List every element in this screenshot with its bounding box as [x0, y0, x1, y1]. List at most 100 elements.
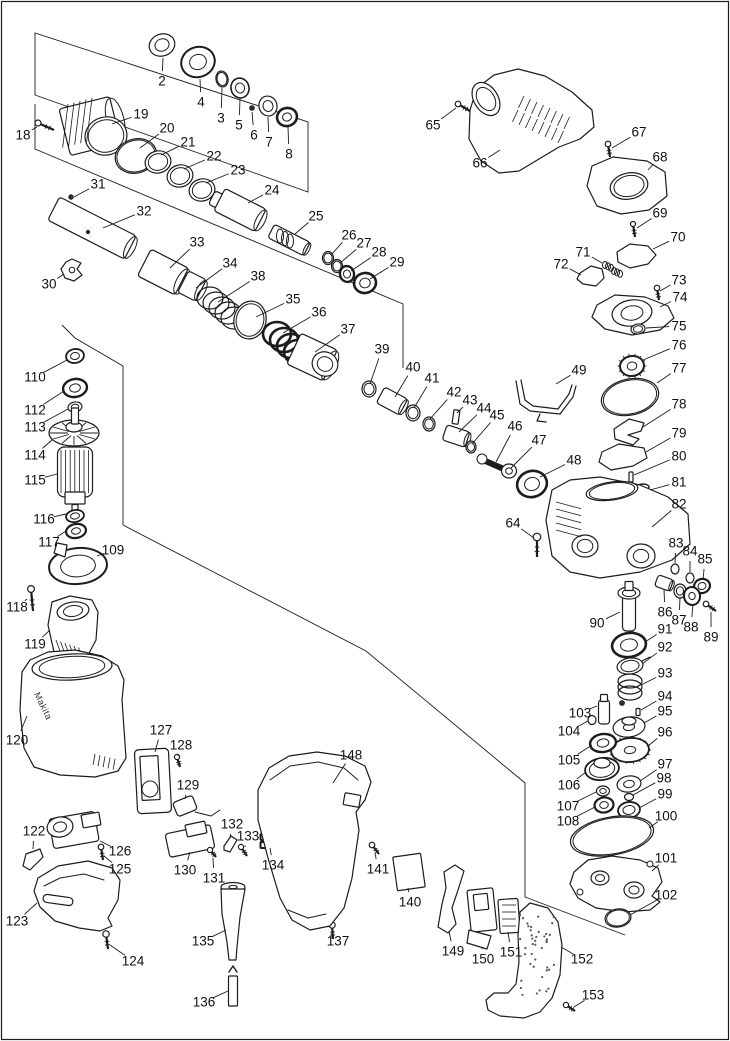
screw-head [562, 1001, 570, 1009]
leader-line-103 [589, 705, 598, 710]
screw-head [173, 753, 181, 761]
guide-bracket-line [34, 32, 309, 193]
part-label-151: 151 [500, 945, 523, 960]
gear-teeth [618, 360, 622, 362]
leader-line-66 [488, 149, 501, 158]
part-label-149: 149 [442, 944, 465, 959]
grip-dot [545, 969, 548, 972]
screw-head [532, 532, 542, 542]
grip-dot [543, 935, 546, 938]
part-label-28: 28 [371, 245, 386, 260]
rib-line [538, 121, 545, 134]
ring-outline [515, 469, 549, 499]
part-label-4: 4 [197, 95, 205, 110]
grip-dot [519, 937, 522, 941]
part-label-81: 81 [671, 475, 686, 490]
leader-line-116 [53, 513, 67, 518]
grip-dot [552, 915, 555, 919]
part-block [342, 792, 362, 808]
leader-line-47 [510, 446, 533, 469]
screw-thread [462, 105, 466, 110]
leader-line-92 [641, 652, 658, 665]
ring-outline [685, 572, 695, 584]
leader-line-102 [629, 899, 658, 916]
part-label-110: 110 [24, 370, 46, 385]
leader-line-20 [139, 133, 160, 149]
ring-inner [613, 174, 645, 198]
part-label-21: 21 [180, 135, 195, 150]
small-circle [68, 266, 76, 274]
leader-line-136 [212, 990, 229, 999]
grip-dot [527, 925, 530, 928]
leader-line-18 [31, 126, 38, 131]
leader-line-86 [663, 589, 665, 603]
gear-teeth [61, 435, 72, 444]
part-outline [468, 68, 595, 174]
leader-line-101 [651, 864, 659, 872]
part-label-32: 32 [136, 204, 151, 219]
ring-outline [258, 95, 278, 117]
leader-line-100 [648, 821, 659, 829]
small-circle [141, 780, 159, 798]
spring-coil [614, 268, 620, 277]
part-label-113: 113 [24, 420, 46, 435]
grip-dot [537, 915, 540, 918]
part-label-91: 91 [657, 622, 672, 637]
leader-line-83 [674, 552, 676, 564]
grip-dot [526, 922, 529, 925]
part-label-67: 67 [631, 125, 646, 140]
screw-thread [105, 944, 110, 946]
part-label-36: 36 [311, 305, 326, 320]
ring-outline [670, 563, 680, 575]
part-block [635, 707, 641, 717]
part-outline [223, 835, 238, 853]
part-label-115: 115 [24, 473, 46, 488]
part-label-126: 126 [109, 844, 132, 859]
part-label-44: 44 [476, 401, 492, 416]
part-label-77: 77 [671, 361, 686, 376]
leader-line-106 [576, 771, 587, 780]
ring-outline [352, 271, 378, 295]
part-outline [569, 855, 663, 913]
rib-line [112, 758, 116, 770]
ring-outline [593, 757, 611, 769]
part-label-124: 124 [122, 954, 145, 969]
part-label-119: 119 [24, 637, 46, 652]
rib-line [555, 529, 582, 538]
leader-line-99 [638, 798, 657, 809]
rib-line [557, 130, 564, 143]
leader-line-93 [640, 677, 657, 686]
screw-thread [374, 849, 380, 854]
grip-dot [546, 966, 549, 969]
gear-teeth [619, 737, 622, 740]
grip-dot [545, 990, 548, 993]
ring-inner [632, 548, 650, 564]
part-label-140: 140 [399, 895, 422, 910]
part-label-6: 6 [250, 128, 258, 143]
ring-outline [338, 264, 356, 284]
part-label-20: 20 [159, 121, 174, 136]
part-label-127: 127 [150, 723, 173, 738]
part-line [287, 909, 327, 919]
grip-dot [523, 953, 527, 956]
part-label-80: 80 [671, 449, 686, 464]
leader-line-68 [647, 164, 654, 171]
ring-outline [500, 463, 518, 479]
part-block [628, 471, 634, 483]
leader-line-30 [57, 273, 65, 279]
part-outline [576, 265, 605, 287]
ring-inner [424, 418, 434, 430]
grip-dot [548, 968, 551, 971]
leader-line-70 [652, 240, 670, 250]
gear-teeth [638, 760, 641, 763]
screw-thread [48, 125, 51, 131]
part-block [472, 892, 490, 912]
ring-inner [60, 554, 96, 578]
leader-line-80 [633, 459, 670, 476]
part-label-101: 101 [655, 851, 678, 866]
rib-line [524, 98, 531, 111]
part-label-84: 84 [682, 544, 698, 559]
ring-inner [262, 100, 274, 112]
leader-line-25 [294, 222, 309, 235]
